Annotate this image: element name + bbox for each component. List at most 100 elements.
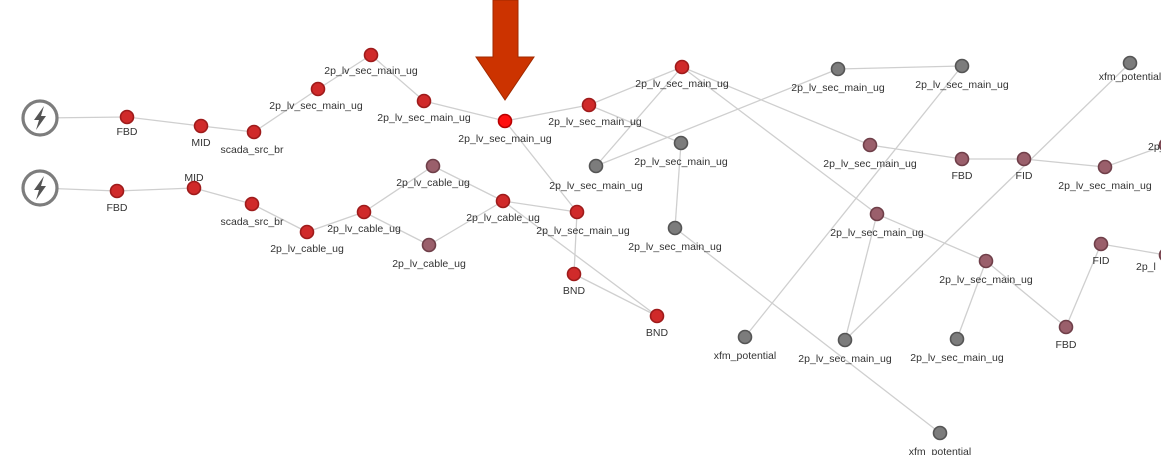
node-marker[interactable] xyxy=(1058,319,1074,335)
lightning-bolt-icon xyxy=(34,106,46,130)
graph-node-b4[interactable]: 2p_lv_cable_ug xyxy=(270,224,344,256)
edge-e2-f2 xyxy=(956,260,987,340)
node-marker[interactable] xyxy=(954,58,970,74)
graph-node-b6[interactable]: 2p_lv_cable_ug xyxy=(396,158,470,190)
graph-node-f3[interactable]: xfm_potential xyxy=(1099,55,1161,84)
node-marker[interactable] xyxy=(186,180,202,196)
graph-node-c2[interactable]: 2p_lv_sec_main_ug xyxy=(635,59,729,91)
graph-node-h2[interactable]: BND xyxy=(563,266,586,298)
graph-node-c6[interactable]: xfm_potential xyxy=(714,329,776,363)
node-marker[interactable] xyxy=(649,308,665,324)
graph-node-g2[interactable]: 2p_lv_sec_main_ug xyxy=(628,220,722,254)
node-marker[interactable] xyxy=(932,425,948,441)
graph-node-g3[interactable]: xfm_potential xyxy=(909,425,971,455)
graph-node-c1[interactable]: 2p_lv_sec_main_ug xyxy=(548,97,642,129)
node-marker[interactable] xyxy=(246,124,262,140)
graph-node-a3[interactable]: scada_src_br xyxy=(220,124,284,157)
sources-layer xyxy=(21,99,59,207)
node-marker[interactable] xyxy=(1122,55,1138,71)
power-source-s1[interactable] xyxy=(21,99,59,137)
graph-node-a6[interactable]: 2p_lv_sec_main_ug xyxy=(377,93,471,125)
graph-node-f2[interactable]: 2p_lv_sec_main_ug xyxy=(910,331,1004,365)
node-marker[interactable] xyxy=(193,118,209,134)
node-marker[interactable] xyxy=(310,81,326,97)
graph-node-b8[interactable]: 2p_lv_cable_ug xyxy=(466,193,540,225)
graph-node-d5[interactable]: 2p_lv xyxy=(1148,139,1161,154)
node-marker[interactable] xyxy=(569,204,585,220)
graph-node-c5[interactable]: 2p_lv_sec_main_ug xyxy=(915,58,1009,92)
graph-node-e3[interactable]: FBD xyxy=(1056,319,1077,352)
node-marker[interactable] xyxy=(119,109,135,125)
edge-h1-h2 xyxy=(573,211,578,275)
graph-node-d4[interactable]: 2p_lv_sec_main_ug xyxy=(1058,159,1152,193)
graph-node-h3[interactable]: BND xyxy=(646,308,669,340)
edge-c2-c3 xyxy=(595,66,683,167)
node-marker[interactable] xyxy=(566,266,582,282)
graph-node-a4[interactable]: 2p_lv_sec_main_ug xyxy=(269,81,363,113)
graph-node-b3[interactable]: scada_src_br xyxy=(220,196,284,229)
node-label: 2p_lv_cable_ug xyxy=(270,243,344,255)
node-marker[interactable] xyxy=(737,329,753,345)
node-marker[interactable] xyxy=(416,93,432,109)
node-marker[interactable] xyxy=(244,196,260,212)
graph-node-d2[interactable]: FBD xyxy=(952,151,973,183)
graph-node-b7[interactable]: 2p_lv_cable_ug xyxy=(392,237,466,271)
edge-e2-e3 xyxy=(985,260,1067,328)
graph-node-b1[interactable]: FBD xyxy=(107,183,128,215)
graph-node-e2[interactable]: 2p_lv_sec_main_ug xyxy=(939,253,1033,287)
node-label: BND xyxy=(563,285,586,297)
node-marker[interactable] xyxy=(495,193,511,209)
node-marker[interactable] xyxy=(356,204,372,220)
graph-node-f1[interactable]: 2p_lv_sec_main_ug xyxy=(798,332,892,366)
graph-node-a5[interactable]: 2p_lv_sec_main_ug xyxy=(324,47,418,78)
node-label: 2p_lv_sec_main_ug xyxy=(377,112,471,124)
node-marker[interactable] xyxy=(869,206,885,222)
node-marker[interactable] xyxy=(673,135,689,151)
edge-sel-h1 xyxy=(504,120,578,213)
node-label: MID xyxy=(191,137,211,149)
node-marker[interactable] xyxy=(674,59,690,75)
node-marker[interactable] xyxy=(588,158,604,174)
graph-node-h1[interactable]: 2p_lv_sec_main_ug xyxy=(536,204,630,238)
node-marker[interactable] xyxy=(830,61,846,77)
edge-h2-h3 xyxy=(573,273,658,317)
node-marker[interactable] xyxy=(667,220,683,236)
node-label: 2p_lv_sec_main_ug xyxy=(830,227,924,239)
node-marker[interactable] xyxy=(581,97,597,113)
node-marker[interactable] xyxy=(1097,159,1113,175)
edge-g1-g2 xyxy=(674,142,682,229)
node-marker[interactable] xyxy=(949,331,965,347)
selected-node-marker[interactable] xyxy=(497,113,513,129)
node-label: 2p_lv_sec_main_ug xyxy=(939,274,1033,286)
graph-node-sel[interactable]: 2p_lv_sec_main_ug xyxy=(458,113,552,146)
node-marker[interactable] xyxy=(421,237,437,253)
edge-f1-f3 xyxy=(844,62,1131,341)
graph-node-c3[interactable]: 2p_lv_sec_main_ug xyxy=(549,158,643,193)
node-label: xfm_potential xyxy=(909,446,971,455)
node-marker[interactable] xyxy=(109,183,125,199)
graph-node-e1[interactable]: 2p_lv_sec_main_ug xyxy=(830,206,924,240)
node-marker[interactable] xyxy=(978,253,994,269)
graph-node-a1[interactable]: FBD xyxy=(117,109,138,139)
graph-node-g1[interactable]: 2p_lv_sec_main_ug xyxy=(634,135,728,169)
graph-node-d3[interactable]: FID xyxy=(1016,151,1033,183)
node-marker[interactable] xyxy=(1093,236,1109,252)
node-marker[interactable] xyxy=(425,158,441,174)
graph-node-b2[interactable]: MID xyxy=(184,172,204,196)
graph-node-d1[interactable]: 2p_lv_sec_main_ug xyxy=(823,137,917,171)
graph-node-e4[interactable]: FID xyxy=(1093,236,1110,268)
node-marker[interactable] xyxy=(862,137,878,153)
node-marker[interactable] xyxy=(299,224,315,240)
edge-sel-c1 xyxy=(504,104,590,122)
node-marker[interactable] xyxy=(837,332,853,348)
power-source-s2[interactable] xyxy=(21,169,59,207)
down-arrow-icon xyxy=(475,0,535,101)
graph-node-c4[interactable]: 2p_lv_sec_main_ug xyxy=(791,61,885,95)
node-marker[interactable] xyxy=(363,47,379,63)
node-label: 2p_lv_cable_ug xyxy=(327,223,401,235)
graph-node-a2[interactable]: MID xyxy=(191,118,211,150)
graph-node-b5[interactable]: 2p_lv_cable_ug xyxy=(327,204,401,236)
node-marker[interactable] xyxy=(954,151,970,167)
node-marker[interactable] xyxy=(1016,151,1032,167)
